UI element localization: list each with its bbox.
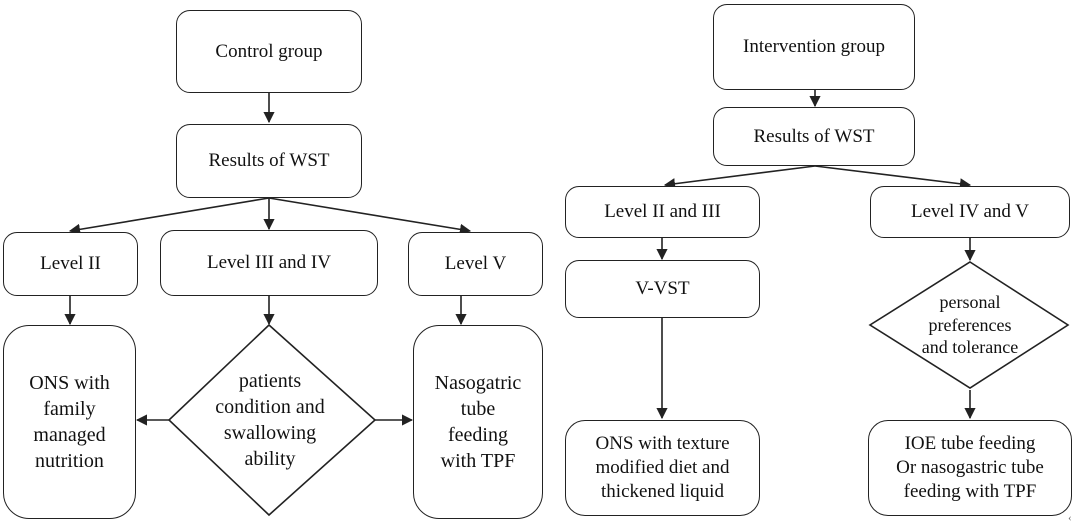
control-decision-text: patients condition and swallowing abilit… xyxy=(190,355,350,485)
intervention-group-label: Intervention group xyxy=(743,36,885,58)
intervention-vvst-label: V-VST xyxy=(635,278,690,300)
control-group-label: Control group xyxy=(215,40,323,62)
control-level2-label: Level II xyxy=(40,253,101,275)
control-nasogastric-label: Nasogatric tube feeding with TPF xyxy=(434,372,522,472)
intervention-level23-label: Level II and III xyxy=(604,201,721,223)
intervention-ons-texture-box: ONS with texture modified diet and thick… xyxy=(565,420,760,516)
control-level5-box: Level V xyxy=(408,232,543,296)
intervention-level45-label: Level IV and V xyxy=(910,201,1030,223)
control-nasogastric-box: Nasogatric tube feeding with TPF xyxy=(413,325,543,519)
control-level34-box: Level III and IV xyxy=(160,230,378,296)
arrow-wst-to-level2 xyxy=(68,197,270,235)
control-level34-label: Level III and IV xyxy=(207,252,331,274)
intervention-ons-texture-label: ONS with texture modified diet and thick… xyxy=(595,433,730,502)
control-level5-label: Level V xyxy=(444,253,507,275)
intervention-group-box: Intervention group xyxy=(713,4,915,90)
intervention-decision-text: personal preferences and tolerance xyxy=(890,278,1050,372)
control-wst-label: Results of WST xyxy=(208,150,330,172)
arrow-wst-to-level5 xyxy=(268,197,472,235)
decision-diamond-intervention xyxy=(868,261,1070,389)
intervention-ioe-label: IOE tube feeding Or nasogastric tube fee… xyxy=(896,433,1044,502)
arrow-wst-to-level23 xyxy=(663,165,816,190)
intervention-decision-label: personal preferences and tolerance xyxy=(921,292,1019,358)
arrow-wst-to-level45 xyxy=(814,165,972,190)
decision-diamond-control xyxy=(167,323,377,517)
control-group-box: Control group xyxy=(176,10,362,93)
control-ons-label: ONS with family managed nutrition xyxy=(29,372,110,472)
intervention-wst-label: Results of WST xyxy=(753,125,875,147)
intervention-wst-box: Results of WST xyxy=(713,107,915,166)
corner-mark: ‹ xyxy=(1068,512,1072,524)
intervention-level23-box: Level II and III xyxy=(565,186,760,238)
control-level2-box: Level II xyxy=(3,232,138,296)
intervention-vvst-box: V-VST xyxy=(565,260,760,318)
control-wst-box: Results of WST xyxy=(176,124,362,198)
intervention-level45-box: Level IV and V xyxy=(870,186,1070,238)
intervention-ioe-box: IOE tube feeding Or nasogastric tube fee… xyxy=(868,420,1072,516)
control-ons-box: ONS with family managed nutrition xyxy=(3,325,136,519)
control-decision-label: patients condition and swallowing abilit… xyxy=(215,370,325,470)
